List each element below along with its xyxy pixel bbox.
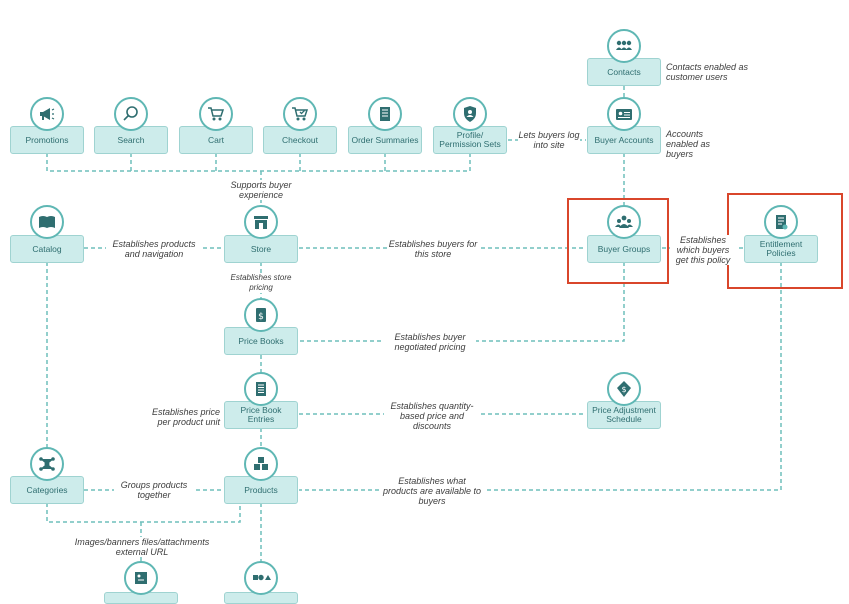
groups-products-label: Groups products together	[114, 480, 194, 500]
supports-buyer-experience-label: Supports buyer experience	[224, 180, 298, 200]
catalog-node[interactable]: Catalog	[10, 235, 84, 263]
images-banners-label: Images/banners files/attachments externa…	[72, 537, 212, 557]
accounts-enabled-label: Accounts enabled as buyers	[666, 129, 711, 159]
establishes-which-buyers-label: Establishes which buyers get this policy	[670, 235, 736, 265]
cart-icon	[199, 97, 233, 131]
contacts-enabled-label: Contacts enabled as customer users	[666, 62, 749, 82]
establishes-products-available-label: Establishes what products are available …	[380, 476, 484, 506]
megaphone-icon	[30, 97, 64, 131]
id-card-icon	[607, 97, 641, 131]
storefront-icon	[244, 205, 278, 239]
establishes-products-navigation-label: Establishes products and navigation	[106, 239, 202, 259]
svg-text:$: $	[258, 312, 264, 322]
boxes-icon	[244, 447, 278, 481]
policy-document-icon	[764, 205, 798, 239]
checkout-cart-icon	[283, 97, 317, 131]
establishes-buyers-store-label: Establishes buyers for this store	[388, 239, 478, 259]
group-icon	[607, 205, 641, 239]
people-icon	[607, 29, 641, 63]
hierarchy-icon	[30, 447, 64, 481]
buyer-groups-highlight	[567, 198, 669, 284]
user-shield-icon	[453, 97, 487, 131]
shapes-icon	[244, 561, 278, 595]
establishes-price-per-unit-label: Establishes price per product unit	[151, 407, 220, 427]
entitlement-policies-node[interactable]: Entitlement Policies	[744, 235, 818, 263]
document-list-icon	[368, 97, 402, 131]
price-adjustment-icon: $	[607, 372, 641, 406]
buyer-groups-node[interactable]: Buyer Groups	[587, 235, 661, 263]
lets-buyers-log-in-label: Lets buyers log into site	[518, 130, 580, 150]
media-files-icon	[124, 561, 158, 595]
price-book-icon: $	[244, 298, 278, 332]
establishes-quantity-pricing-label: Establishes quantity-based price and dis…	[384, 401, 480, 431]
establishes-store-pricing-label: Establishes store pricing	[230, 273, 292, 293]
profile-permission-sets-node[interactable]: Profile/ Permission Sets	[433, 126, 507, 154]
store-node[interactable]: Store	[224, 235, 298, 263]
price-entries-icon	[244, 372, 278, 406]
search-icon	[114, 97, 148, 131]
svg-text:$: $	[621, 385, 626, 394]
establishes-negotiated-pricing-label: Establishes buyer negotiated pricing	[384, 332, 476, 352]
book-icon	[30, 205, 64, 239]
